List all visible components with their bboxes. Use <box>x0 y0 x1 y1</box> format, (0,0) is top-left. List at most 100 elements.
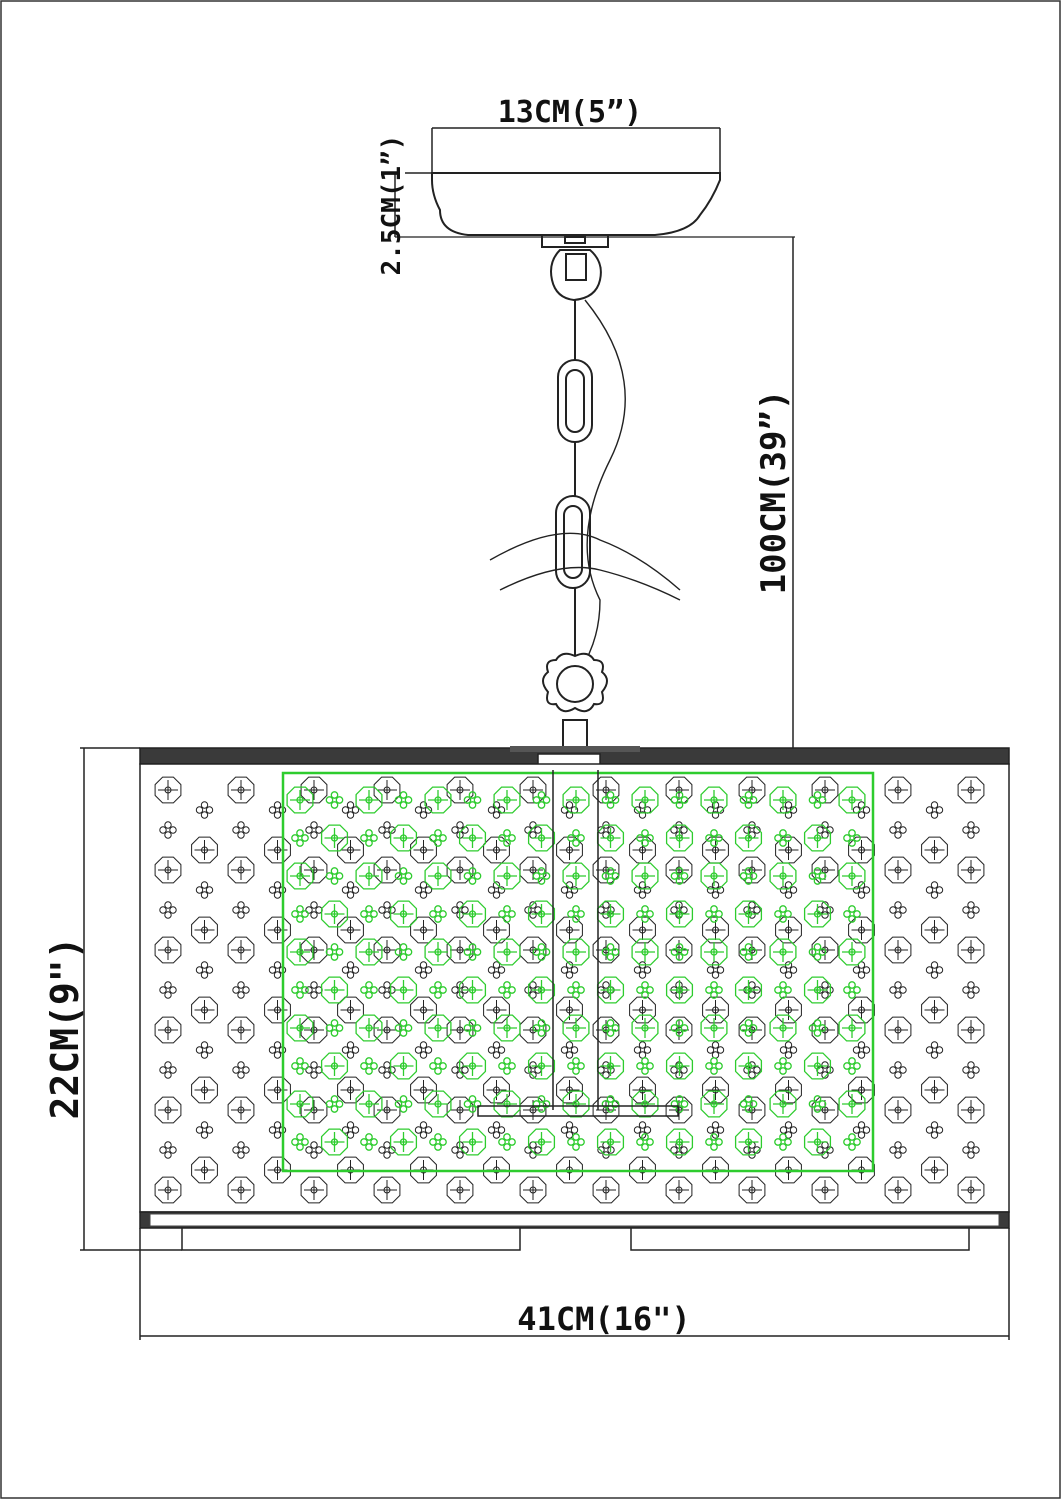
crystal-bead <box>493 1090 521 1118</box>
crystal-bead <box>848 836 875 864</box>
crystal-bead <box>337 996 364 1024</box>
flower-bead <box>560 961 579 979</box>
crystal-bead <box>775 1076 802 1104</box>
crystal-bead <box>838 1090 866 1118</box>
crystal-bead <box>702 996 729 1024</box>
flower-bead <box>195 961 214 979</box>
crystal-bead <box>389 824 418 852</box>
canopy-height-dimension: 2.5CM(1”) <box>377 135 795 275</box>
crystal-bead <box>446 776 474 804</box>
flower-bead <box>195 1041 214 1059</box>
crystal-bead <box>556 1076 583 1104</box>
crystal-bead <box>300 856 328 884</box>
crystal-bead <box>355 786 383 814</box>
crystal-bead <box>665 1096 693 1124</box>
flower-bead <box>341 1121 360 1139</box>
crystal-bead <box>154 936 182 964</box>
crystal-bead <box>665 1052 694 1080</box>
flower-bead <box>925 801 944 819</box>
flower-bead <box>291 981 309 999</box>
flower-bead <box>159 1141 177 1159</box>
flower-bead <box>341 961 360 979</box>
flower-bead <box>394 791 413 809</box>
crystal-bead <box>227 1096 255 1124</box>
flower-bead <box>670 1095 689 1113</box>
chain-length-dimension: 100CM(39”) <box>754 237 794 748</box>
flower-bead <box>360 905 378 923</box>
crystal-bead <box>734 976 763 1004</box>
flower-bead <box>567 829 585 847</box>
flower-bead <box>567 1133 585 1151</box>
crystal-bead <box>884 1016 912 1044</box>
crystal-bead <box>702 836 729 864</box>
flower-bead <box>414 1121 433 1139</box>
crystal-bead <box>337 916 364 944</box>
drum-shade <box>139 746 1010 1251</box>
flower-bead <box>463 791 482 809</box>
crystal-bead <box>838 938 866 966</box>
flower-bead <box>739 791 758 809</box>
flower-bead <box>429 1057 447 1075</box>
flower-bead <box>195 1121 214 1139</box>
flower-bead <box>774 829 792 847</box>
crystal-bead <box>389 1128 418 1156</box>
flower-bead <box>560 881 579 899</box>
flower-bead <box>706 881 725 899</box>
flower-bead <box>232 1061 250 1079</box>
crystal-bead <box>775 836 802 864</box>
flower-bead <box>305 1061 323 1079</box>
crystal-bead <box>527 900 556 928</box>
crystal-bead <box>191 836 218 864</box>
drum-height-dimension: 22CM(9") <box>43 747 182 1251</box>
flower-bead <box>463 1019 482 1037</box>
flower-bead <box>889 901 907 919</box>
crystal-bead <box>769 1014 797 1042</box>
flower-bead <box>195 881 214 899</box>
crystal-bead <box>596 1128 625 1156</box>
crystal-bead <box>596 900 625 928</box>
flower-bead <box>325 1095 344 1113</box>
crystal-bead <box>596 1052 625 1080</box>
flower-bead <box>808 943 827 961</box>
flower-bead <box>705 1057 723 1075</box>
crystal-bead <box>631 862 659 890</box>
crystal-bead <box>884 856 912 884</box>
flower-bead <box>852 1121 871 1139</box>
crystal-bead <box>592 1176 620 1204</box>
crystal-bead <box>519 1176 547 1204</box>
crystal-bead <box>154 776 182 804</box>
crystal-bead <box>519 1096 547 1124</box>
crystal-bead <box>458 900 487 928</box>
crystal-bead <box>811 1176 839 1204</box>
crystal-bead <box>803 824 832 852</box>
flower-bead <box>739 1095 758 1113</box>
flower-bead <box>429 829 447 847</box>
flower-bead <box>636 981 654 999</box>
crystal-bead <box>424 938 452 966</box>
crystal-bead <box>884 1096 912 1124</box>
flower-bead <box>394 943 413 961</box>
illuminated-crystals <box>286 786 866 1156</box>
crystal-bead <box>458 1128 487 1156</box>
flower-bead <box>889 821 907 839</box>
flower-bead <box>808 1019 827 1037</box>
crystal-bead <box>629 916 656 944</box>
flower-bead <box>808 1095 827 1113</box>
flower-bead <box>739 943 758 961</box>
crystal-bead <box>300 776 328 804</box>
flower-bead <box>925 881 944 899</box>
flower-bead <box>706 1121 725 1139</box>
flower-bead <box>305 1141 323 1159</box>
crystal-bead <box>957 1016 985 1044</box>
flower-bead <box>360 1057 378 1075</box>
flower-bead <box>852 881 871 899</box>
flower-bead <box>567 1057 585 1075</box>
crystal-bead <box>286 862 314 890</box>
flower-bead <box>962 821 980 839</box>
crystal-bead <box>738 1016 766 1044</box>
flower-bead <box>636 1133 654 1151</box>
crystal-bead <box>446 1016 474 1044</box>
flower-bead <box>498 981 516 999</box>
crystal-bead <box>446 856 474 884</box>
flower-bead <box>414 801 433 819</box>
